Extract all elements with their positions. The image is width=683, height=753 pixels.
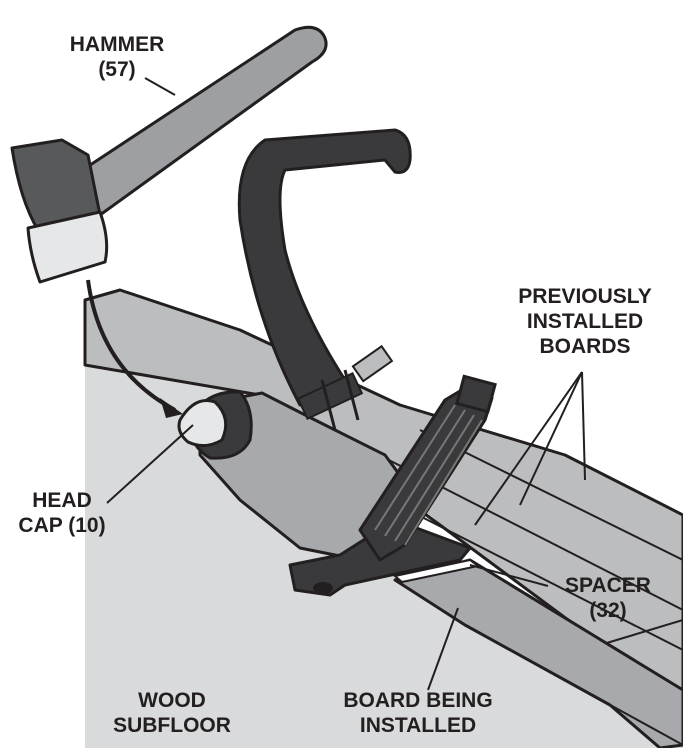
leader-boards-2 xyxy=(519,371,583,506)
label-wood-subfloor: WOOD SUBFLOOR xyxy=(97,688,247,738)
label-hammer-line2: (57) xyxy=(98,58,136,81)
magazine-rib xyxy=(394,414,475,542)
label-head-cap-line1: HEAD xyxy=(32,489,92,512)
label-wood-subfloor-line1: WOOD xyxy=(138,689,206,712)
hammer-head xyxy=(10,138,102,232)
nailer-foot xyxy=(313,582,333,594)
leader-boards-1 xyxy=(474,371,583,526)
label-previously-line3: BOARDS xyxy=(539,335,631,358)
leader-head-cap xyxy=(106,424,194,504)
leader-hammer xyxy=(144,77,176,96)
label-previously-installed-boards: PREVIOUSLY INSTALLED BOARDS xyxy=(490,284,680,359)
label-board-being-installed: BOARD BEING INSTALLED xyxy=(318,688,518,738)
head-cap xyxy=(177,399,228,447)
board-end-seam xyxy=(599,619,683,646)
board-seam xyxy=(464,624,683,746)
label-head-cap-line2: CAP (10) xyxy=(18,514,106,537)
leader-spacer xyxy=(469,564,549,587)
label-board-installed-line1: BOARD BEING xyxy=(343,689,493,712)
label-spacer-line2: (32) xyxy=(589,599,627,622)
label-spacer-line1: SPACER xyxy=(565,574,651,597)
previously-installed-boards xyxy=(83,288,683,707)
handle-clamp xyxy=(296,372,364,420)
clamp-bolt xyxy=(343,369,360,421)
magazine-rib xyxy=(374,404,456,531)
magazine-rib xyxy=(404,419,483,546)
label-board-installed-line2: INSTALLED xyxy=(359,714,477,737)
magazine-rib xyxy=(384,409,466,537)
label-previously-line2: INSTALLED xyxy=(526,310,644,333)
label-hammer: HAMMER (57) xyxy=(52,32,182,82)
leader-board-installed xyxy=(427,607,459,691)
nailer-handle xyxy=(237,128,412,407)
label-wood-subfloor-line2: SUBFLOOR xyxy=(113,714,231,737)
label-previously-line1: PREVIOUSLY xyxy=(518,285,652,308)
label-spacer: SPACER (32) xyxy=(538,573,678,623)
strike-arrow xyxy=(86,279,176,412)
air-fitting xyxy=(351,344,394,383)
hammer-handle xyxy=(73,25,328,217)
label-head-cap: HEAD CAP (10) xyxy=(2,488,122,538)
magazine-cap xyxy=(455,374,497,414)
leader-boards-3 xyxy=(581,371,586,481)
spacer xyxy=(392,558,481,584)
clamp-bolt xyxy=(320,379,337,431)
hammer-face xyxy=(26,210,109,284)
label-hammer-line1: HAMMER xyxy=(69,33,165,56)
strike-arrow-head xyxy=(160,398,183,418)
